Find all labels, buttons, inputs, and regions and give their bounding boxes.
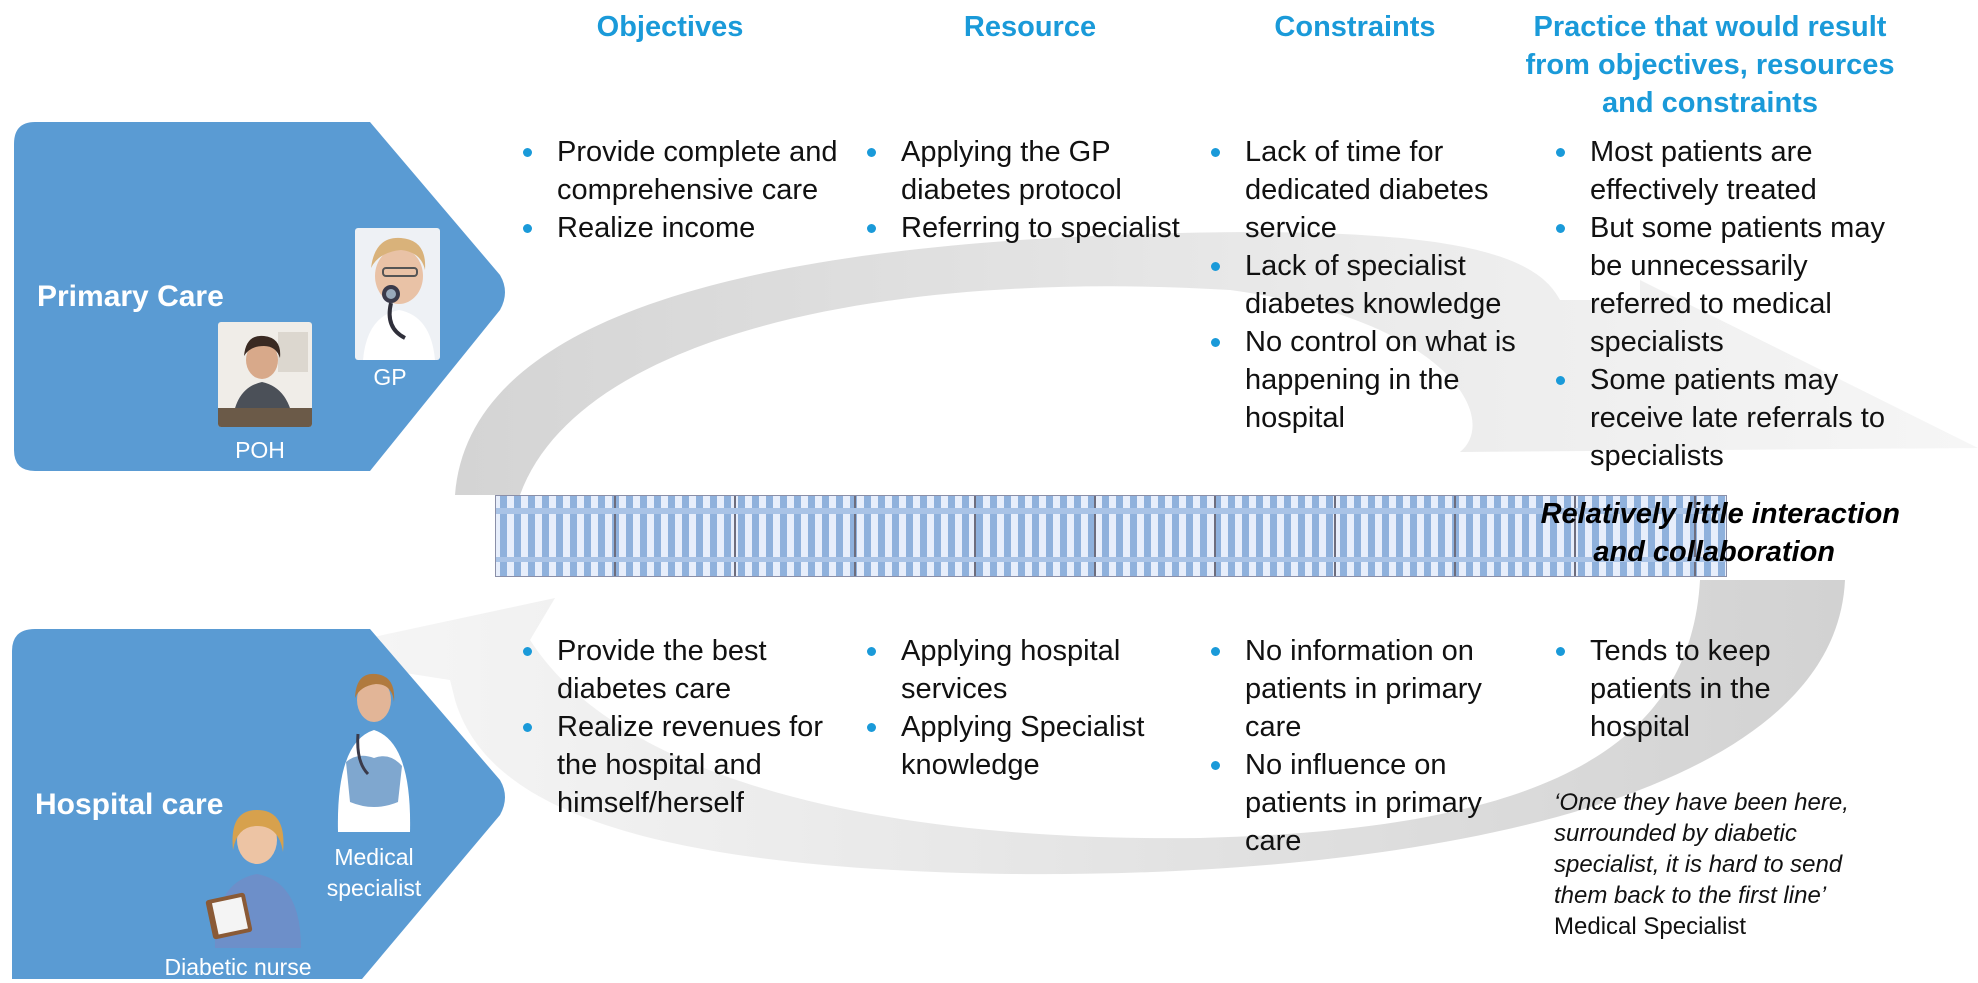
list-item: Applying hospital services: [864, 632, 1184, 708]
diabetic-nurse-photo: [195, 800, 320, 948]
list-item: Provide complete and comprehensive care: [520, 133, 850, 209]
primary-constraints: Lack of time for dedicated diabetes serv…: [1208, 133, 1528, 437]
caption-line: Medical: [334, 844, 414, 870]
medical-specialist-photo: [328, 662, 418, 832]
interaction-line: Relatively little interaction: [1540, 498, 1900, 530]
header-practice: Practice that would result from objectiv…: [1465, 8, 1955, 122]
list-item: Some patients may receive late referrals…: [1553, 361, 1893, 475]
interaction-note: Relatively little interaction and collab…: [1440, 495, 1900, 571]
header-practice-line: Practice that would result: [1533, 11, 1887, 43]
header-practice-line: and constraints: [1602, 87, 1818, 119]
list-item: Applying the GP diabetes protocol: [864, 133, 1184, 209]
hospital-constraints: No information on patients in primary ca…: [1208, 632, 1528, 860]
fence-divider: [495, 495, 1727, 577]
primary-practice: Most patients are effectively treated Bu…: [1553, 133, 1893, 475]
primary-resources: Applying the GP diabetes protocol Referr…: [864, 133, 1184, 247]
list-item: No control on what is happening in the h…: [1208, 323, 1528, 437]
primary-care-panel: [14, 122, 505, 471]
caption-line: specialist: [326, 875, 422, 901]
list-item: Provide the best diabetes care: [520, 632, 840, 708]
quote-attribution: Medical Specialist: [1554, 913, 1747, 940]
hospital-objectives: Provide the best diabetes care Realize r…: [520, 632, 840, 822]
poh-caption: POH: [235, 437, 285, 463]
header-resource: Resource: [963, 11, 1097, 43]
header-constraints: Constraints: [1274, 11, 1436, 43]
list-item: Tends to keep patients in the hospital: [1553, 632, 1853, 746]
list-item: Realize income: [520, 209, 850, 247]
list-item: Realize revenues for the hospital and hi…: [520, 708, 840, 822]
list-item: Lack of time for dedicated diabetes serv…: [1208, 133, 1528, 247]
poh-photo: [218, 322, 312, 427]
gp-photo: [355, 228, 440, 360]
specialist-quote: ‘Once they have been here, surrounded by…: [1554, 787, 1884, 942]
diabetic-nurse-caption: Diabetic nurse: [164, 954, 312, 980]
hospital-practice: Tends to keep patients in the hospital: [1553, 632, 1853, 746]
list-item: Lack of specialist diabetes knowledge: [1208, 247, 1528, 323]
hospital-resources: Applying hospital services Applying Spec…: [864, 632, 1184, 784]
gp-caption: GP: [373, 364, 407, 390]
list-item: No influence on patients in primary care: [1208, 746, 1528, 860]
list-item: Applying Specialist knowledge: [864, 708, 1184, 784]
upper-arrow: [455, 232, 1978, 495]
list-item: But some patients may be unnecessarily r…: [1553, 209, 1893, 361]
list-item: Referring to specialist: [864, 209, 1184, 247]
interaction-line: and collaboration: [1593, 536, 1835, 568]
primary-objectives: Provide complete and comprehensive care …: [520, 133, 850, 247]
list-item: No information on patients in primary ca…: [1208, 632, 1528, 746]
quote-text: ‘Once they have been here, surrounded by…: [1554, 789, 1849, 909]
lower-arrow: [290, 580, 1845, 875]
list-item: Most patients are effectively treated: [1553, 133, 1893, 209]
header-practice-line: from objectives, resources: [1525, 49, 1895, 81]
header-objectives: Objectives: [596, 11, 744, 43]
hospital-care-label: Hospital care: [35, 788, 224, 821]
medical-specialist-caption: Medical specialist: [318, 842, 430, 904]
primary-care-label: Primary Care: [37, 280, 224, 313]
